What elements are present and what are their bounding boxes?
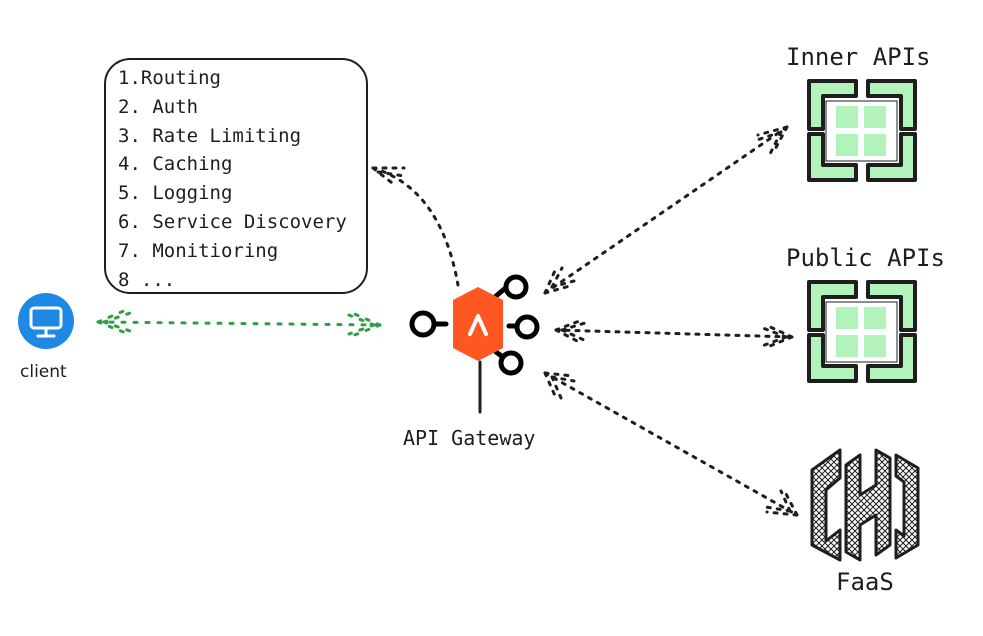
inner-apis-label: Inner APIs — [786, 43, 931, 71]
gateway-features-connector — [371, 166, 460, 287]
list-item: 6. Service Discovery — [118, 210, 347, 233]
list-item: 4. Caching — [118, 153, 233, 176]
api-grid-icon — [807, 79, 917, 182]
inner-apis-node[interactable] — [807, 79, 917, 182]
faas-node[interactable] — [810, 448, 920, 562]
list-item: 3. Rate Limiting — [118, 124, 302, 147]
api-grid-icon — [807, 280, 917, 383]
public-apis-label: Public APIs — [786, 244, 945, 272]
api-gateway-icon[interactable] — [409, 274, 540, 414]
list-item: 2. Auth — [118, 95, 199, 118]
features-list: 1.Routing 2. Auth 3. Rate Limiting 4. Ca… — [104, 58, 368, 294]
list-item: 5. Logging — [118, 182, 233, 205]
client-gateway-connector — [96, 308, 382, 338]
list-item: 7. Monitioring — [118, 239, 279, 262]
list-item: 1.Routing — [118, 67, 221, 89]
client-label: client — [20, 362, 67, 382]
public-apis-node[interactable] — [807, 280, 917, 383]
gateway-public-apis-connector — [554, 318, 794, 350]
list-item: 8 ... — [118, 268, 176, 291]
gateway-faas-connector — [543, 371, 799, 517]
client-node[interactable] — [18, 293, 74, 349]
monitor-icon — [18, 293, 74, 349]
faas-h-icon — [810, 448, 920, 562]
faas-label: FaaS — [836, 568, 894, 596]
gateway-inner-apis-connector — [543, 125, 789, 295]
gateway-label: API Gateway — [403, 426, 536, 450]
